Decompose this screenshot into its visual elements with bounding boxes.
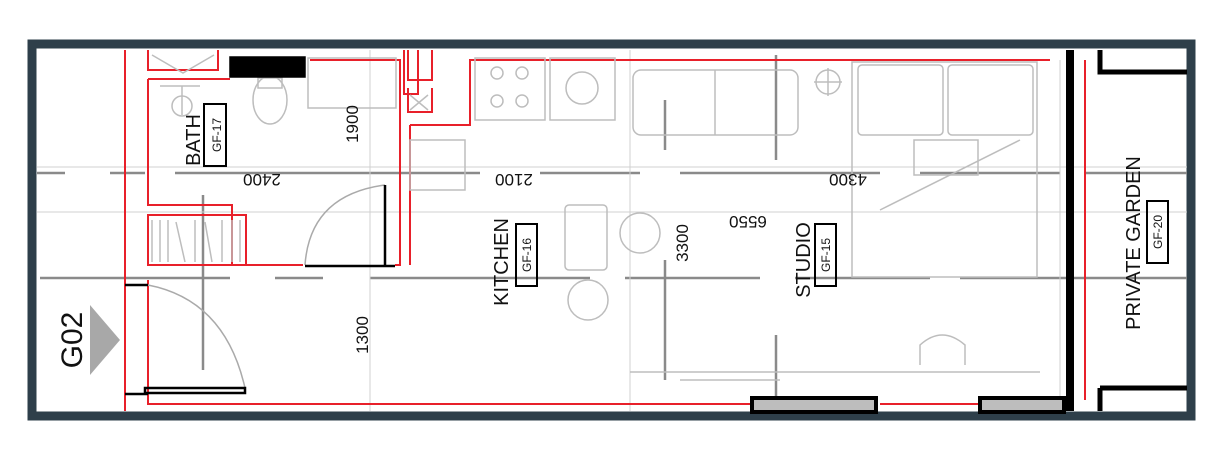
dim-kitchen-width: 2100: [495, 170, 533, 189]
garden-label: PRIVATE GARDEN: [1123, 156, 1145, 330]
thin-lines: [37, 50, 1187, 411]
dim-bath-height: 1900: [343, 105, 362, 143]
bath-label: BATH: [183, 114, 205, 166]
garden-code: GF-20: [1151, 215, 1165, 249]
kitchen-code: GF-16: [520, 238, 534, 272]
entry-arrow-icon: [90, 305, 120, 375]
studio-code: GF-15: [819, 238, 833, 272]
studio-label: STUDIO: [793, 222, 815, 298]
walls: [124, 50, 1086, 411]
doors: [125, 184, 395, 396]
dim-studio-width: 4300: [829, 170, 867, 189]
bath-code: GF-17: [210, 118, 224, 152]
dimensions: 1900 2400 2100 4300 6550 3300 1300: [243, 105, 867, 354]
dim-studio-height: 3300: [673, 224, 692, 262]
grid-lines: [37, 55, 1187, 405]
kitchen-label: KITCHEN: [491, 218, 513, 306]
unit-id: G02: [56, 312, 89, 369]
bath-fixtures: [151, 54, 429, 263]
exterior-wall: [750, 50, 1187, 414]
dim-overall-length: 6550: [729, 212, 767, 231]
dim-entry-height: 1300: [353, 316, 372, 354]
dim-bath-width: 2400: [243, 170, 281, 189]
furniture: [409, 57, 1040, 381]
